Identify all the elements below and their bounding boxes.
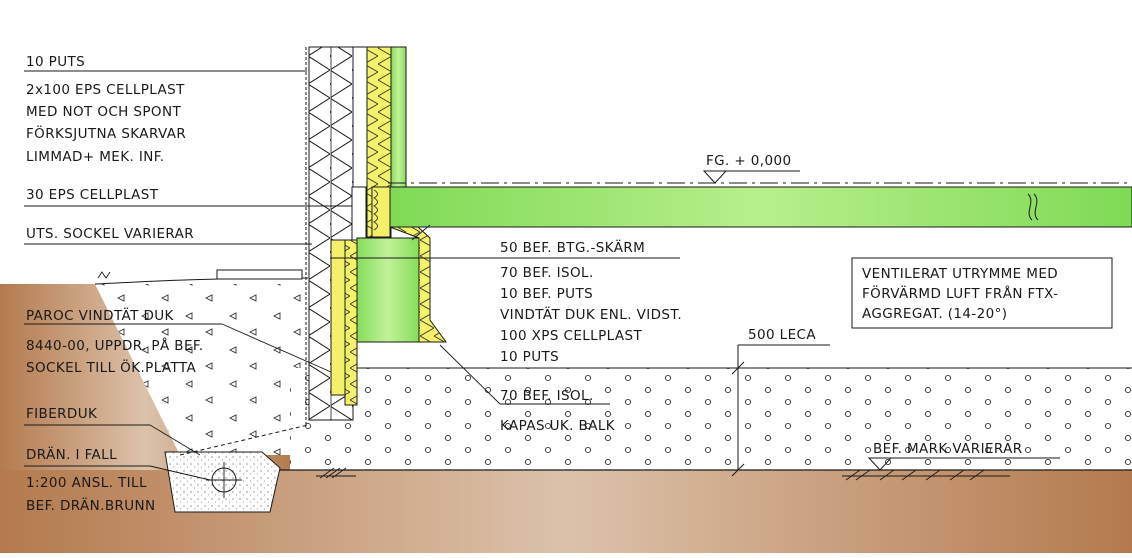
ground-hatch-right	[842, 469, 1010, 481]
ground-hatch-left	[316, 467, 356, 479]
note-line-1: VENTILERAT UTRYMME MED	[862, 266, 1058, 282]
foundation-insulation-outer	[330, 239, 346, 396]
label-uppdr-1: 8440-00, UPPDR. PÅ BEF.	[26, 337, 204, 354]
label-dran-2: 1:200 ANSL. TILL	[26, 475, 147, 491]
note-line-2: FÖRVÄRMD LUFT FRÅN FTX-	[862, 284, 1058, 302]
label-leca: 500 LECA	[748, 327, 816, 343]
sill-insulation-coil	[373, 189, 378, 231]
note-line-3: AGGREGAT. (14-20°)	[862, 306, 1007, 322]
label-puts10: 10 BEF. PUTS	[500, 286, 593, 302]
label-vindtat: VINDTÄT DUK ENL. VIDST.	[500, 305, 682, 323]
label-puts: 10 PUTS	[26, 54, 85, 70]
label-sockel: UTS. SOCKEL VARIERAR	[26, 226, 194, 242]
label-mark: BEF. MARK VARIERAR	[873, 441, 1023, 457]
label-fg: FG. + 0,000	[706, 153, 791, 169]
concrete-screen-beam	[356, 237, 420, 343]
grass-symbol	[97, 271, 111, 279]
leca-bed-hatch	[290, 368, 1132, 470]
label-eps-4: LIMMAD+ MEK. INF.	[26, 149, 164, 165]
label-dran-3: BEF. DRÄN.BRUNN	[26, 496, 156, 514]
label-uppdr-2: SOCKEL TILL ÖK.PLATTA	[26, 358, 197, 376]
break-line-2	[1033, 193, 1039, 221]
wall-board	[352, 46, 368, 188]
label-puts: 10 PUTS	[500, 349, 559, 365]
note-box	[851, 257, 1113, 329]
label-xps: 100 XPS CELLPLAST	[500, 328, 642, 344]
drain-gravel-hatch	[165, 452, 280, 512]
soil-slope	[0, 284, 290, 470]
label-isol70b: 70 BEF. ISOL.	[500, 388, 594, 404]
left-leaders	[24, 70, 352, 481]
floor-beam	[387, 186, 1132, 228]
foundation-insulation-hatch	[345, 240, 357, 405]
sill-board	[351, 186, 367, 241]
label-paroc: PAROC VINDTÄT DUK	[26, 306, 175, 324]
label-isol70: 70 BEF. ISOL.	[500, 265, 594, 281]
label-fiberduk: FIBERDUK	[26, 406, 98, 422]
label-dran-1: DRÄN. I FALL	[26, 445, 117, 463]
label-eps-3: FÖRKSJUTNA SKARVAR	[26, 124, 186, 142]
level-marker-fg	[702, 170, 728, 184]
backfill-hatch	[95, 284, 308, 455]
break-line	[1027, 193, 1033, 221]
mid-leaders	[330, 224, 680, 405]
label-eps-1: 2x100 EPS CELLPLAST	[26, 82, 185, 98]
label-eps30: 30 EPS CELLPLAST	[26, 187, 159, 203]
label-eps-2: MED NOT OCH SPONT	[26, 104, 181, 120]
label-skarm: 50 BEF. BTG.-SKÄRM	[500, 238, 645, 256]
leca-tick-bottom	[731, 463, 745, 477]
label-kapas: KAPAS UK. BALK	[500, 418, 616, 434]
leca-tick-top	[731, 361, 745, 375]
fiberduk-line	[179, 424, 309, 456]
existing-plinth-step	[216, 269, 303, 280]
eps-layer-outer	[309, 47, 331, 420]
wall-stud-green	[390, 46, 407, 188]
